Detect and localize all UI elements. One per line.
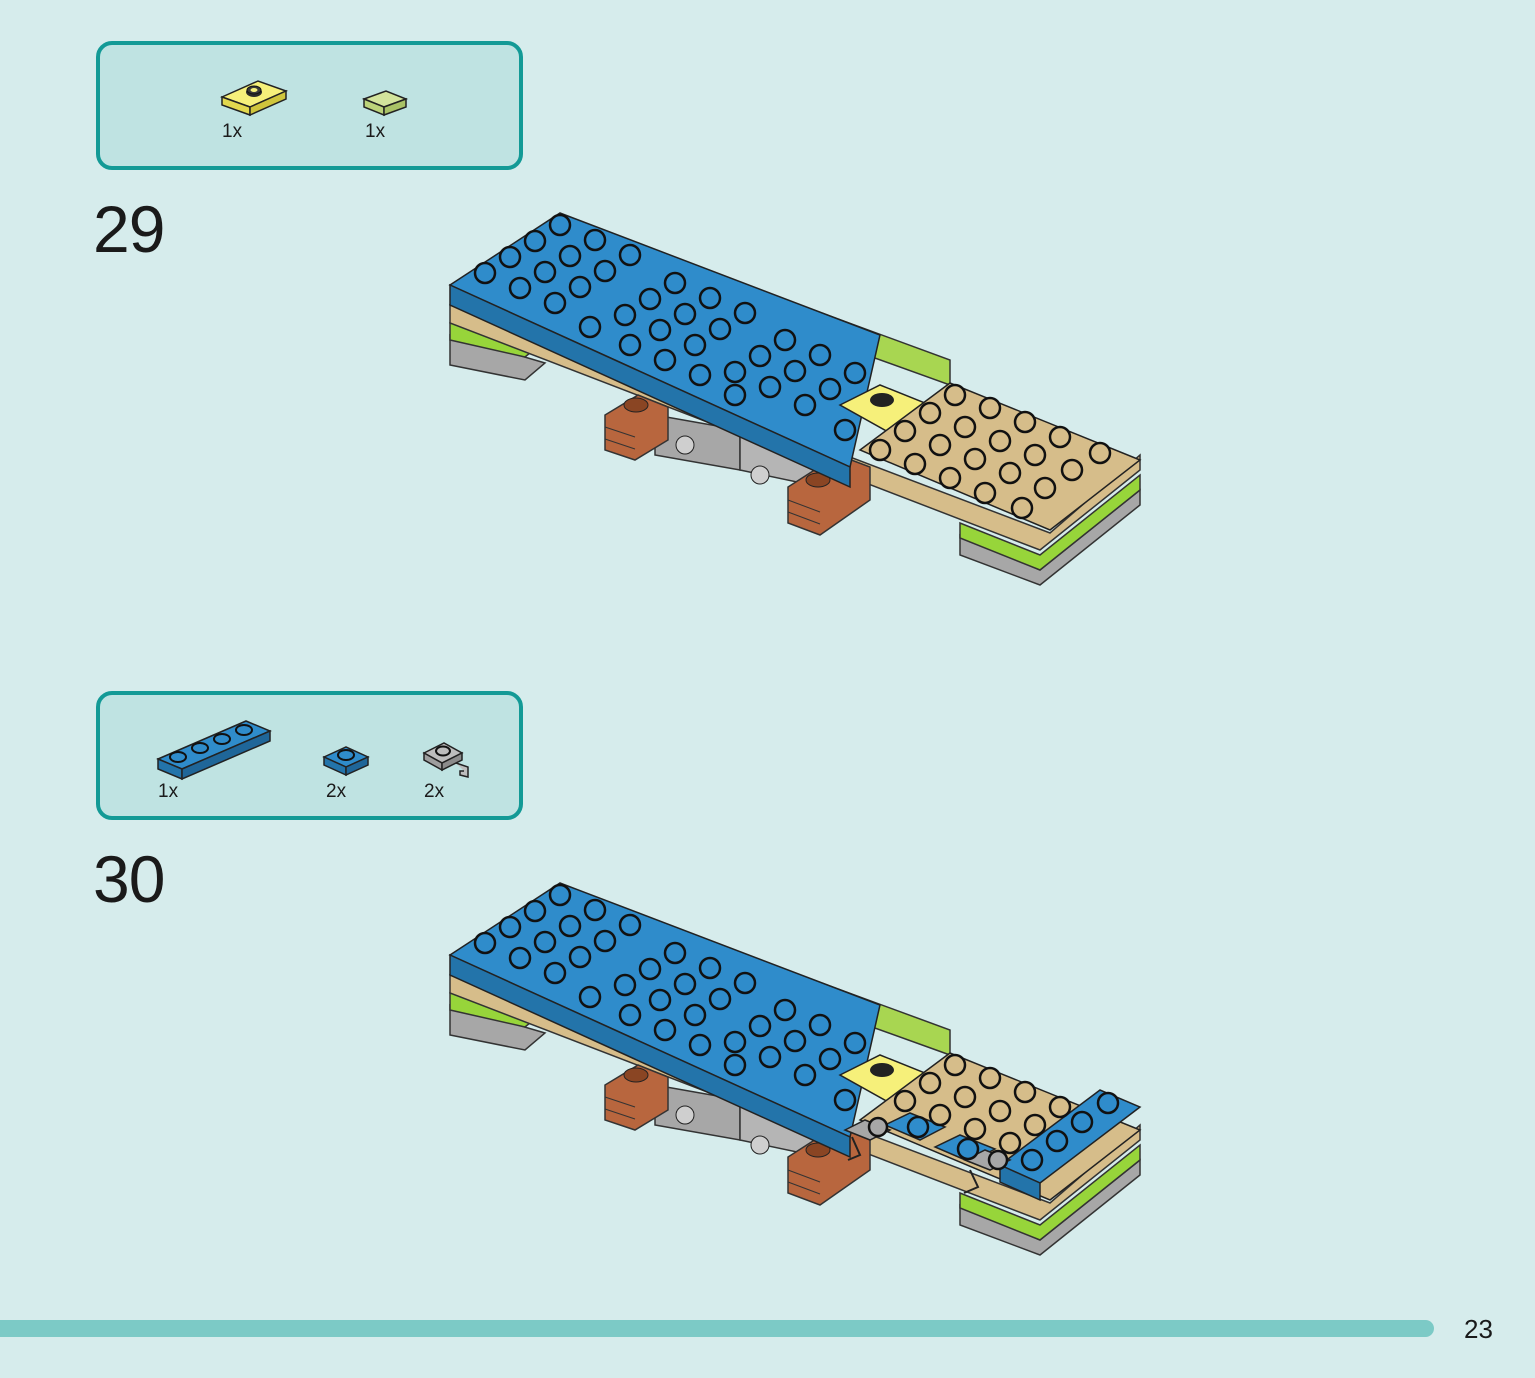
parts-callout-step-30: 1x 2x 2x xyxy=(96,691,523,820)
footer-progress-bar xyxy=(0,1320,1434,1337)
blue-plate-1x1-icon xyxy=(322,741,370,781)
part-count: 1x xyxy=(158,781,179,802)
step-number: 29 xyxy=(93,192,165,266)
yellow-plate-1x2-center-stud-icon xyxy=(220,75,292,119)
part-count: 2x xyxy=(326,781,347,802)
part-count: 2x xyxy=(424,781,445,802)
part-count: 1x xyxy=(222,121,243,142)
assembly-model-step-30 xyxy=(440,875,1150,1265)
parts-callout-step-29: 1x 1x xyxy=(96,41,523,170)
assembly-model-step-29 xyxy=(440,205,1150,595)
model-illustration xyxy=(448,212,1142,586)
page-number: 23 xyxy=(1464,1314,1493,1344)
blue-plate-1x4-icon xyxy=(154,713,274,783)
step-number: 30 xyxy=(93,842,165,916)
part-count: 1x xyxy=(365,121,386,142)
grey-plate-clip-icon xyxy=(420,737,476,783)
lime-tile-1x1-icon xyxy=(362,87,410,121)
model-illustration xyxy=(448,882,1142,1256)
